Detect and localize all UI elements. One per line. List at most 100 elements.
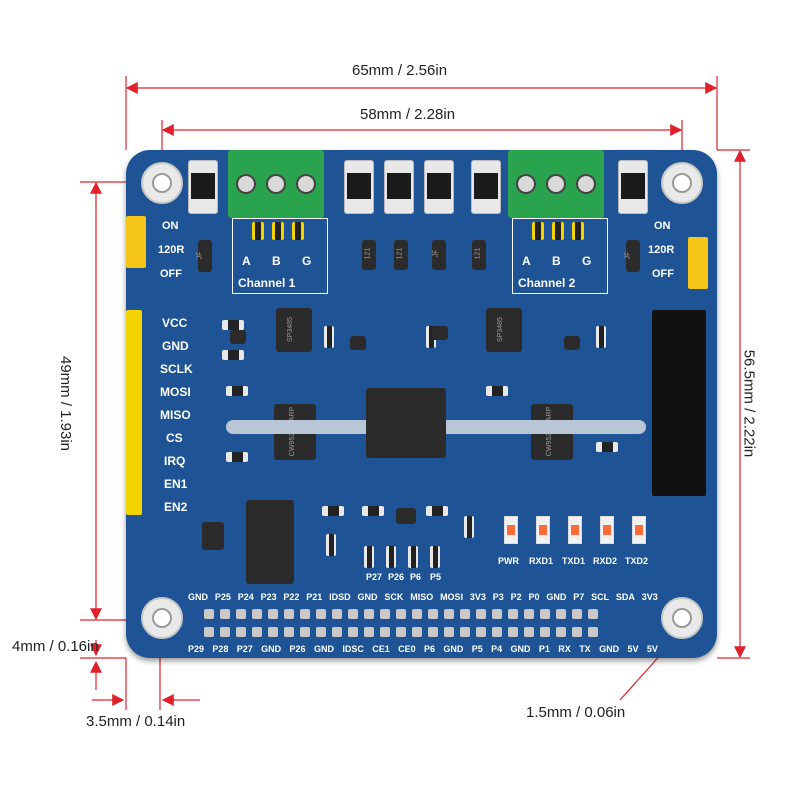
gpio-label: GND (313, 644, 334, 654)
transceiver-chip-1: SP3485 (276, 308, 312, 352)
screw-icon (296, 174, 316, 194)
gpio-label: 3V3 (641, 592, 658, 602)
screw-icon (236, 174, 256, 194)
led-txd1 (568, 516, 582, 544)
resistor (222, 350, 244, 360)
transistor (350, 336, 366, 350)
resistor (486, 386, 508, 396)
tvs-diode-1 (188, 160, 218, 214)
led-label-txd2: TXD2 (625, 556, 649, 566)
gpio-label: SCK (384, 592, 404, 602)
gpio-label: IDSD (329, 592, 351, 602)
mounting-hole-bottom-left (141, 597, 183, 639)
chip-121-c: 121 (472, 240, 486, 270)
jumper-right[interactable] (688, 237, 708, 289)
header-label-vcc: VCC (162, 316, 188, 330)
pad-label-p27: P27 (366, 572, 383, 582)
gpio-label: P21 (306, 592, 323, 602)
transistor (396, 508, 416, 524)
header-label-en2: EN2 (164, 500, 188, 514)
gpio-label: MISO (410, 592, 434, 602)
dim-overall-width: 65mm / 2.56in (352, 62, 448, 79)
terminal-block-channel-1[interactable] (228, 150, 324, 218)
jumper-left-off-label: OFF (160, 268, 182, 280)
dim-overall-height: 56.5mm / 2.22in (740, 349, 758, 458)
channel-1-pin-g: G (302, 254, 312, 268)
terminal-block-channel-2[interactable] (508, 150, 604, 218)
dim-hole-diameter: 1.5mm / 0.06in (526, 704, 626, 721)
terminal-pin (252, 222, 264, 240)
jumper-right-off-label: OFF (652, 268, 674, 280)
header-label-miso: MISO (160, 408, 191, 422)
dim-hole-offset-x: 3.5mm / 0.14in (86, 713, 186, 730)
channel-2-pin-g: G (582, 254, 592, 268)
isolated-power-module (652, 310, 706, 496)
gpio-label: GND (599, 644, 620, 654)
mounting-hole-bottom-right (661, 597, 703, 639)
gpio-label: 5V (627, 644, 639, 654)
gpio-label: P5 (471, 644, 483, 654)
chip-121-a: 121 (362, 240, 376, 270)
gpio-label: P25 (214, 592, 231, 602)
gpio-label: P24 (237, 592, 254, 602)
channel-2-label: Channel 2 (518, 276, 576, 290)
resistor (386, 546, 396, 568)
led-pwr (504, 516, 518, 544)
gpio-label: P26 (289, 644, 306, 654)
terminal-pin (532, 222, 544, 240)
tvs-diode-3 (384, 160, 414, 214)
channel-1-pin-b: B (272, 254, 281, 268)
jumper-right-on-label: ON (654, 220, 671, 232)
gpio-pin-row-bottom (204, 627, 598, 637)
channel-2-frame (512, 218, 608, 294)
gpio-label: P3 (492, 592, 504, 602)
led-rxd2 (600, 516, 614, 544)
header-label-cs: CS (166, 431, 183, 445)
gpio-label: P1 (538, 644, 550, 654)
transistor (564, 336, 580, 350)
gpio-label: P2 (510, 592, 522, 602)
terminal-pin (292, 222, 304, 240)
transistor (432, 326, 448, 340)
gpio-label: GND (443, 644, 464, 654)
dim-hole-offset-y: 4mm / 0.16in (12, 638, 99, 655)
gpio-label: SDA (615, 592, 635, 602)
screw-icon (576, 174, 596, 194)
gpio-label: GND (510, 644, 531, 654)
small-regulator (202, 522, 224, 550)
resistor (322, 506, 344, 516)
led-label-rxd1: RXD1 (529, 556, 554, 566)
header-label-irq: IRQ (164, 454, 186, 468)
resistor (596, 442, 618, 452)
chip-jf-left: JF (196, 240, 212, 272)
resistor (226, 452, 248, 462)
screw-icon (266, 174, 286, 194)
gpio-label: GND (188, 592, 208, 602)
chip-121-b: 121 (394, 240, 408, 270)
terminal-pin (272, 222, 284, 240)
jumper-left[interactable] (126, 216, 146, 268)
spi-header[interactable] (126, 310, 142, 515)
terminal-pin (552, 222, 564, 240)
gpio-label: GND (546, 592, 567, 602)
channel-1-pin-a: A (242, 254, 251, 268)
resistor (430, 546, 440, 568)
resistor (408, 546, 418, 568)
jumper-left-120r-label: 120R (158, 244, 185, 256)
gpio-label: P23 (260, 592, 277, 602)
gpio-label: P22 (283, 592, 300, 602)
gpio-label: GND (357, 592, 378, 602)
gpio-label: 3V3 (469, 592, 486, 602)
led-label-txd1: TXD1 (562, 556, 586, 566)
gpio-label: RX (558, 644, 571, 654)
resistor (364, 546, 374, 568)
channel-1-label: Channel 1 (238, 276, 296, 290)
transceiver-chip-2: SP3485 (486, 308, 522, 352)
chip-jf-right: JF (624, 240, 640, 272)
led-label-pwr: PWR (498, 556, 519, 566)
gpio-label: CE0 (398, 644, 416, 654)
gpio-label: IDSC (342, 644, 364, 654)
gpio-label: P29 (188, 644, 205, 654)
pad-label-p26: P26 (388, 572, 405, 582)
